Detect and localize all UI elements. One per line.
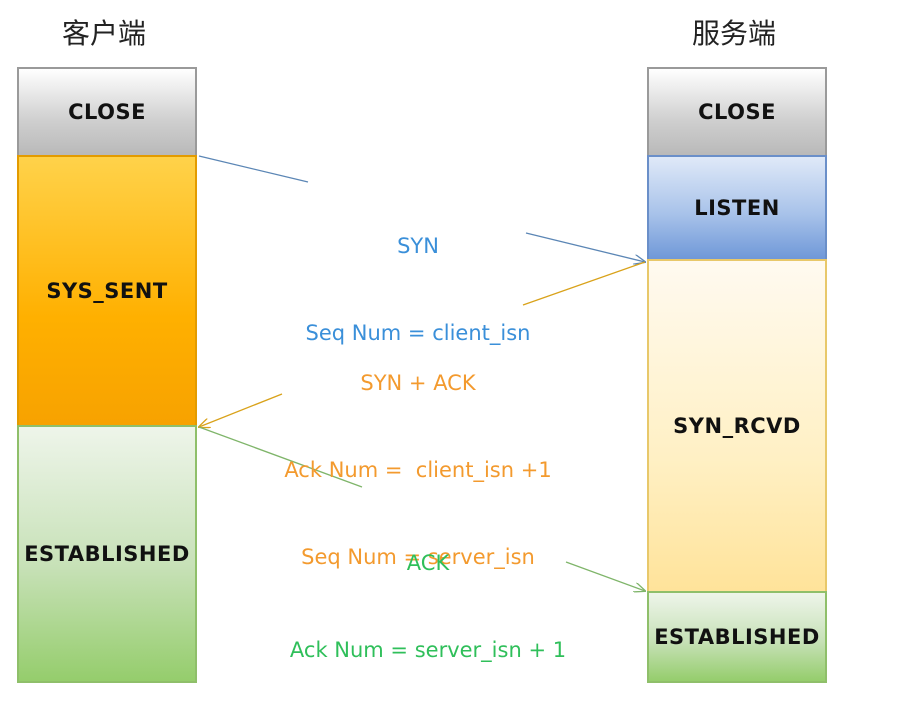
client-state-sys-sent-label: SYS_SENT (46, 279, 168, 303)
client-state-sys-sent: SYS_SENT (17, 155, 197, 427)
server-state-close-label: CLOSE (698, 100, 776, 124)
ack-message-line2: Ack Num = server_isn + 1 (289, 638, 567, 662)
server-state-listen: LISTEN (647, 155, 827, 261)
syn-arrow-tail (198, 155, 309, 183)
syn-ack-message: SYN + ACK Ack Num = client_isn +1 Seq Nu… (268, 311, 568, 601)
syn-message-line2: Seq Num = client_isn (305, 321, 531, 345)
server-state-close: CLOSE (647, 67, 827, 157)
syn-message-line1: SYN (397, 234, 439, 258)
client-state-close: CLOSE (17, 67, 197, 157)
client-state-established: ESTABLISHED (17, 425, 197, 683)
server-state-syn-rcvd: SYN_RCVD (647, 259, 827, 593)
ack-arrow-tail (198, 426, 363, 488)
client-state-established-label: ESTABLISHED (24, 542, 190, 566)
client-column: CLOSE SYS_SENT ESTABLISHED (17, 67, 197, 683)
ack-message-line1: ACK (406, 551, 450, 575)
server-state-listen-label: LISTEN (694, 196, 780, 220)
syn-message: SYN Seq Num = client_isn (268, 174, 568, 377)
syn-ack-arrow-tail (522, 261, 646, 306)
syn-ack-message-line2: Ack Num = client_isn +1 (284, 458, 552, 482)
syn-ack-message-line1: SYN + ACK (360, 371, 476, 395)
ack-arrow-head (565, 561, 645, 591)
server-state-established: ESTABLISHED (647, 591, 827, 683)
syn-arrow-head (525, 232, 645, 262)
ack-message: ACK Ack Num = server_isn + 1 (268, 491, 588, 694)
client-title: 客户端 (62, 17, 147, 50)
server-state-syn-rcvd-label: SYN_RCVD (673, 414, 801, 438)
syn-ack-arrow-head (199, 393, 283, 427)
server-title: 服务端 (692, 17, 777, 50)
client-state-close-label: CLOSE (68, 100, 146, 124)
syn-ack-message-line3: Seq Num = server_isn (301, 545, 535, 569)
server-column: CLOSE LISTEN SYN_RCVD ESTABLISHED (647, 67, 827, 683)
server-state-established-label: ESTABLISHED (654, 625, 820, 649)
